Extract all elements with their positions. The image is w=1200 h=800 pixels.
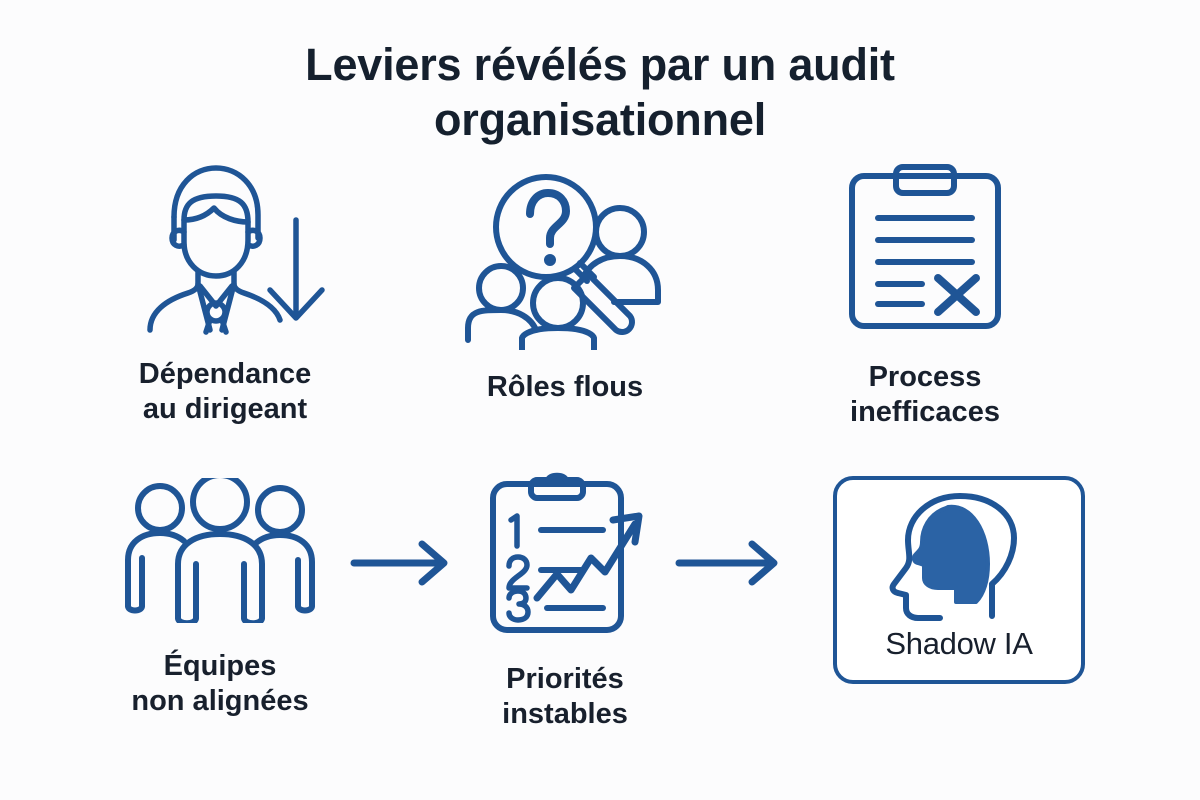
- icon-wrap: [840, 160, 1010, 338]
- icon-wrap: [120, 478, 320, 623]
- item-dependance-au-dirigeant: Dépendance au dirigeant: [60, 160, 390, 427]
- businessman-down-arrow-icon: [147, 165, 325, 335]
- flow-arrow-1: [350, 538, 455, 593]
- page-title: Leviers révélés par un audit organisatio…: [305, 39, 895, 145]
- clipboard-cross-icon: [849, 164, 1001, 329]
- item-label: Équipes non alignées: [131, 650, 309, 717]
- clipboard-numbered-trend-icon: [490, 472, 643, 633]
- arrow-right-icon: [675, 540, 778, 586]
- item-label: Priorités instables: [502, 663, 628, 730]
- item-equipes-non-alignees: Équipes non alignées: [55, 478, 385, 719]
- three-people-group-icon: [125, 478, 315, 623]
- flow-arrow-2: [675, 538, 785, 593]
- item-label: Rôles flous: [486, 371, 644, 403]
- card-label: Shadow IA: [885, 626, 1033, 661]
- arrow-right-icon: [350, 540, 448, 586]
- icon-wrap: [458, 170, 673, 350]
- item-priorites-instables: Priorités instables: [400, 470, 730, 732]
- card-shadow-ia[interactable]: Shadow IA: [833, 476, 1085, 684]
- magnifier-question-people-icon: [464, 174, 661, 350]
- item-roles-flous: Rôles flous: [400, 170, 730, 405]
- icon-wrap: [110, 160, 340, 335]
- item-process-inefficaces: Process inefficaces: [760, 160, 1090, 430]
- item-label: Dépendance au dirigeant: [138, 358, 312, 425]
- head-profile-brain-icon: [889, 493, 1017, 621]
- item-label: Process inefficaces: [850, 361, 1000, 428]
- icon-wrap: [479, 470, 651, 640]
